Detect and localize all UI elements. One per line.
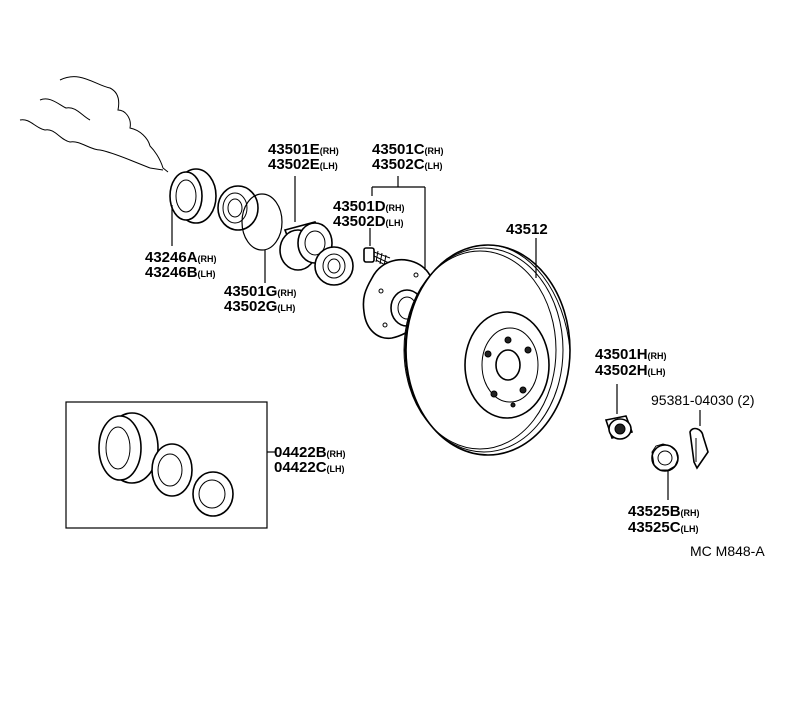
- label-43525b: 43525B(RH): [628, 503, 700, 520]
- figure-code: MC M848-A: [690, 543, 765, 559]
- label-43502e: 43502E(LH): [268, 156, 338, 173]
- label-43512: 43512: [506, 221, 548, 238]
- label-43501e: 43501E(RH): [268, 141, 339, 158]
- lock-nut-part: [651, 443, 679, 500]
- label-43502h: 43502H(LH): [595, 362, 666, 379]
- label-43246b: 43246B(LH): [145, 264, 216, 281]
- label-43502c: 43502C(LH): [372, 156, 443, 173]
- label-43501d: 43501D(RH): [333, 198, 405, 215]
- label-04422c: 04422C(LH): [274, 459, 345, 476]
- label-43501g: 43501G(RH): [224, 283, 296, 300]
- grease-pointer-cloud: [19, 76, 169, 173]
- bearing-kit-inset: [65, 401, 276, 529]
- label-43246a: 43246A(RH): [145, 249, 217, 266]
- inner-bearing-part: [217, 185, 259, 231]
- label-43501h: 43501H(RH): [595, 346, 667, 363]
- brake-disc-part: [403, 238, 571, 456]
- label-95381: 95381-04030 (2): [651, 392, 755, 408]
- snap-ring-part: [241, 193, 283, 283]
- label-04422b: 04422B(RH): [274, 444, 346, 461]
- oil-seal-part: [169, 168, 217, 246]
- label-43525c: 43525C(LH): [628, 519, 699, 536]
- hub-grease-cap-part: [604, 384, 634, 440]
- outer-bearing-part: [314, 246, 354, 286]
- hub-bolt-part: [363, 228, 391, 267]
- label-43501c: 43501C(RH): [372, 141, 444, 158]
- label-43502d: 43502D(LH): [333, 213, 404, 230]
- cotter-pin-part: [689, 410, 709, 470]
- label-43502g: 43502G(LH): [224, 298, 295, 315]
